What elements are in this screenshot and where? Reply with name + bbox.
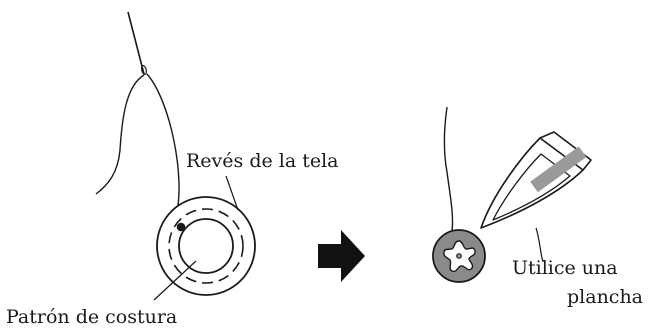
backside-leader: [225, 175, 239, 211]
use-iron-label-line1: Utilice una: [512, 257, 618, 279]
thread-line: [95, 73, 183, 229]
right-arrow-icon: [318, 230, 365, 282]
iron-icon: [480, 131, 592, 229]
fabric-circle: [156, 196, 256, 296]
iron-leader: [535, 227, 544, 263]
gathered-circle: [432, 229, 486, 283]
pattern-leader: [153, 260, 197, 301]
needle-icon: [127, 11, 148, 75]
fabric-back-label: Revés de la tela: [186, 150, 339, 172]
sewing-pattern-label: Patrón de costura: [6, 306, 178, 328]
use-iron-label-line2: plancha: [567, 286, 644, 308]
gathered-thread: [443, 106, 454, 232]
